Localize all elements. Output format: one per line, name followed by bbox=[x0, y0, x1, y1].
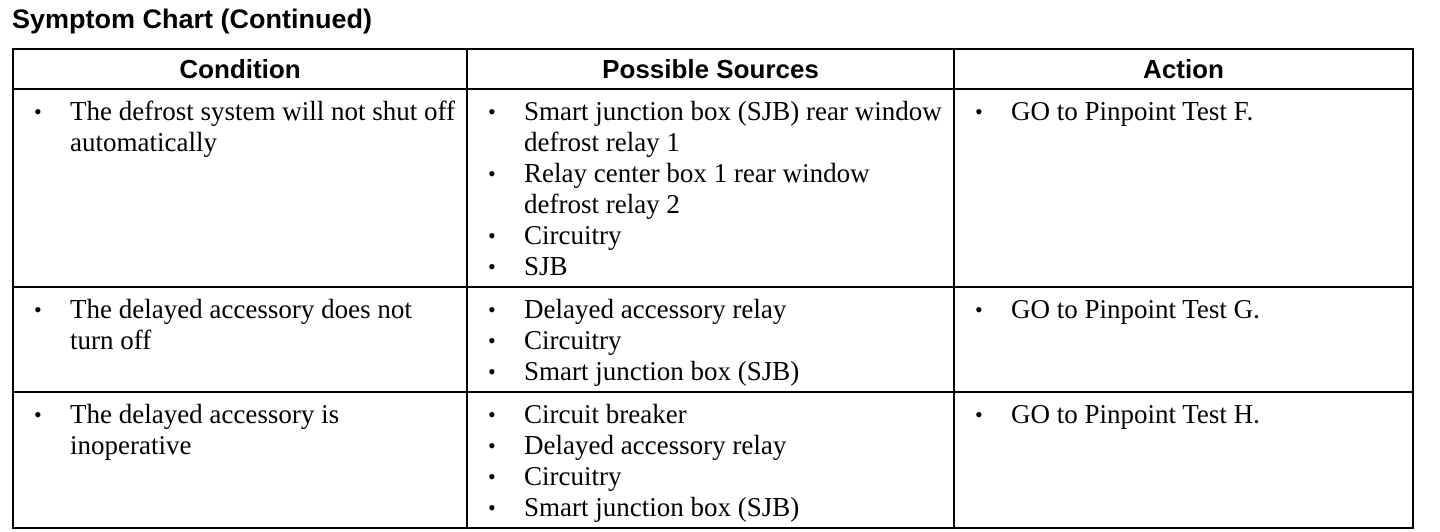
bullet-icon: • bbox=[488, 464, 496, 489]
action-cell: • GO to Pinpoint Test F. bbox=[953, 88, 1414, 288]
bullet-icon: • bbox=[488, 328, 496, 353]
action-cell: • GO to Pinpoint Test G. bbox=[953, 286, 1414, 393]
action-item: • GO to Pinpoint Test H. bbox=[965, 399, 1404, 430]
bullet-icon: • bbox=[488, 433, 496, 458]
table-row: • The defrost system will not shut off au… bbox=[12, 88, 1414, 288]
source-text: Smart junction box (SJB) bbox=[524, 492, 800, 522]
source-text: Circuitry bbox=[524, 220, 622, 250]
table-row: • The delayed accessory is inoperative • C… bbox=[12, 391, 1414, 529]
source-item: • Delayed accessory relay bbox=[478, 294, 945, 325]
condition-cell: • The defrost system will not shut off au… bbox=[12, 88, 468, 288]
bullet-icon: • bbox=[488, 297, 496, 322]
bullet-icon: • bbox=[488, 359, 496, 384]
column-header-possible-sources: Possible Sources bbox=[466, 48, 955, 90]
source-text: Circuit breaker bbox=[524, 399, 687, 429]
bullet-icon: • bbox=[488, 161, 496, 186]
source-item: • Relay center box 1 rear window defrost … bbox=[478, 158, 945, 220]
condition-item: • The delayed accessory does not turn off bbox=[24, 294, 458, 356]
action-cell: • GO to Pinpoint Test H. bbox=[953, 391, 1414, 529]
condition-item: • The delayed accessory is inoperative bbox=[24, 399, 458, 461]
source-item: • Circuit breaker bbox=[478, 399, 945, 430]
condition-cell: • The delayed accessory is inoperative bbox=[12, 391, 468, 529]
source-item: • Circuitry bbox=[478, 220, 945, 251]
bullet-icon: • bbox=[488, 223, 496, 248]
source-text: SJB bbox=[524, 251, 568, 281]
condition-item: • The defrost system will not shut off au… bbox=[24, 96, 458, 158]
source-item: • Smart junction box (SJB) bbox=[478, 356, 945, 387]
source-text: Delayed accessory relay bbox=[524, 294, 787, 324]
source-text: Smart junction box (SJB) rear window def… bbox=[524, 96, 942, 157]
source-text: Relay center box 1 rear window defrost r… bbox=[524, 158, 870, 219]
action-item: • GO to Pinpoint Test G. bbox=[965, 294, 1404, 325]
source-item: • Circuitry bbox=[478, 461, 945, 492]
action-text: GO to Pinpoint Test F. bbox=[1011, 96, 1254, 126]
source-item: • Circuitry bbox=[478, 325, 945, 356]
page-title: Symptom Chart (Continued) bbox=[12, 4, 372, 34]
action-text: GO to Pinpoint Test H. bbox=[1011, 399, 1260, 429]
condition-text: The defrost system will not shut off aut… bbox=[70, 96, 455, 157]
bullet-icon: • bbox=[488, 495, 496, 520]
bullet-icon: • bbox=[975, 297, 983, 322]
source-item: • SJB bbox=[478, 251, 945, 282]
sources-cell: • Circuit breaker • Delayed accessory rela… bbox=[466, 391, 955, 529]
action-text: GO to Pinpoint Test G. bbox=[1011, 294, 1260, 324]
action-item: • GO to Pinpoint Test F. bbox=[965, 96, 1404, 127]
condition-text: The delayed accessory does not turn off bbox=[70, 294, 412, 355]
bullet-icon: • bbox=[488, 99, 496, 124]
column-header-action: Action bbox=[953, 48, 1414, 90]
bullet-icon: • bbox=[975, 99, 983, 124]
condition-text: The delayed accessory is inoperative bbox=[70, 399, 340, 460]
source-item: • Smart junction box (SJB) bbox=[478, 492, 945, 523]
source-text: Smart junction box (SJB) bbox=[524, 356, 800, 386]
bullet-icon: • bbox=[34, 402, 42, 427]
sources-cell: • Delayed accessory relay • Circuitry • Sma… bbox=[466, 286, 955, 393]
source-text: Delayed accessory relay bbox=[524, 430, 787, 460]
source-item: • Delayed accessory relay bbox=[478, 430, 945, 461]
bullet-icon: • bbox=[488, 402, 496, 427]
column-header-condition: Condition bbox=[12, 48, 468, 90]
sources-cell: • Smart junction box (SJB) rear window de… bbox=[466, 88, 955, 288]
source-text: Circuitry bbox=[524, 461, 622, 491]
condition-cell: • The delayed accessory does not turn off bbox=[12, 286, 468, 393]
header-row: Condition Possible Sources Action bbox=[12, 48, 1414, 90]
bullet-icon: • bbox=[34, 99, 42, 124]
bullet-icon: • bbox=[34, 297, 42, 322]
source-item: • Smart junction box (SJB) rear window de… bbox=[478, 96, 945, 158]
bullet-icon: • bbox=[975, 402, 983, 427]
table-row: • The delayed accessory does not turn off… bbox=[12, 286, 1414, 393]
source-text: Circuitry bbox=[524, 325, 622, 355]
bullet-icon: • bbox=[488, 254, 496, 279]
symptom-table: Condition Possible Sources Action • The d… bbox=[12, 48, 1414, 529]
